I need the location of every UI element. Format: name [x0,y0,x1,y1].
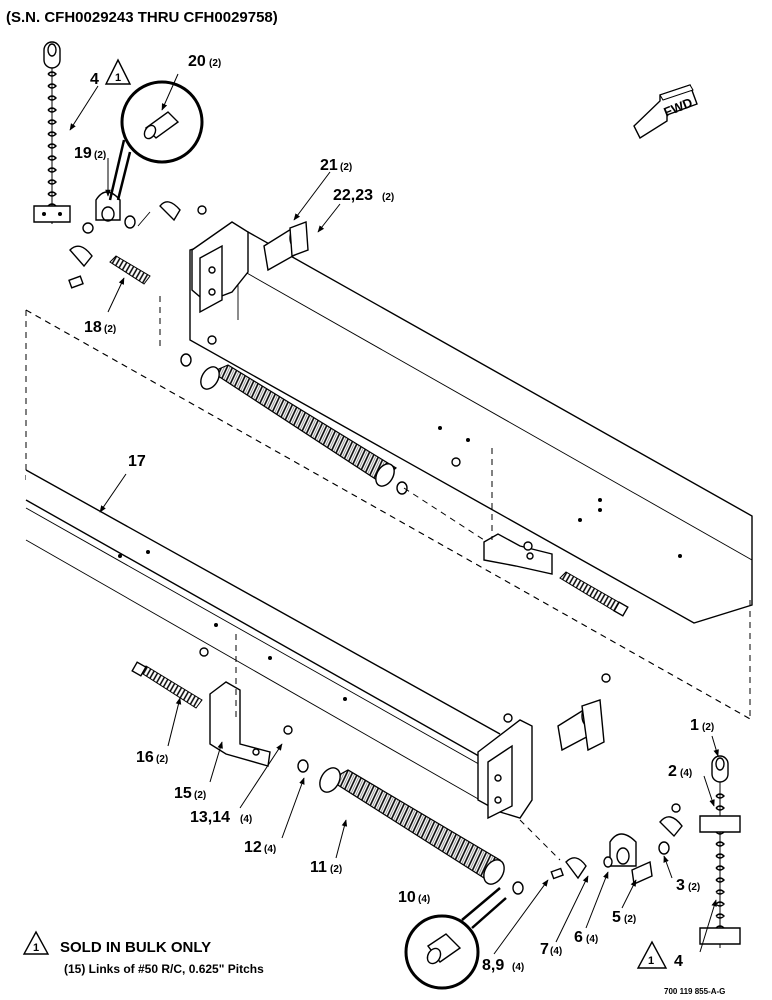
callout-20-qty: (2) [209,58,221,69]
callout-17: 17 [128,453,146,470]
note-symbol: 1 [33,942,39,954]
callout-7-qty: (4) [550,946,562,957]
callout-18-qty: (2) [104,324,116,335]
threaded-bolt-upper-right [559,571,629,617]
callout-3: 3 [676,877,685,894]
bracket-lower-right [477,699,605,820]
note-triangle-bottom: 1 [636,940,668,969]
callout-5-qty: (2) [624,914,636,925]
callout-19-qty: (2) [94,150,106,161]
callout-5: 5 [612,909,621,926]
callout-16: 16 [136,749,154,766]
callout-15-qty: (2) [194,790,206,801]
phantom-centerlines [159,296,561,861]
phantom-outline [25,309,753,721]
hardware-left-cluster [68,191,217,345]
note-title: SOLD IN BULK ONLY [60,939,211,956]
svg-text:1: 1 [115,72,121,84]
callout-18: 18 [84,319,102,336]
serial-range-heading: (S.N. CFH0029243 THRU CFH0029758) [6,9,278,26]
callout-6-qty: (4) [586,934,598,945]
bracket-15 [209,681,271,767]
lower-beam-17 [25,469,602,801]
upper-beam [189,231,753,624]
callout-8-9-qty: (4) [512,962,524,973]
bulk-note: 1 SOLD IN BULK ONLY (15) Links of #50 R/… [22,930,264,976]
callout-8-9: 8,9 [482,957,504,974]
note-detail: (15) Links of #50 R/C, 0.625" Pitchs [64,962,264,976]
callout-2-qty: (4) [680,768,692,779]
callout-12: 12 [244,839,262,856]
callout-15: 15 [174,785,192,802]
callout-11: 11 [310,859,327,876]
callout-3-qty: (2) [688,882,700,893]
detail-bubble-10 [404,887,507,990]
note-triangle-top: 1 [104,58,132,85]
callout-19: 19 [74,145,92,162]
svg-text:1: 1 [648,955,654,967]
leader-lines [69,73,719,955]
callout-10: 10 [398,889,416,906]
callout-6: 6 [574,929,583,946]
callout-4-bottom: 4 [674,953,683,970]
callout-1-qty: (2) [702,722,714,733]
threaded-bolt-16 [131,661,203,709]
bracket-upper-21 [191,221,309,314]
callout-13-14-qty: (4) [240,814,252,825]
callout-21-qty: (2) [340,162,352,173]
callout-13-14: 13,14 [190,809,230,826]
detail-bubble-20 [108,80,204,201]
callout-labels: 4 1 20 (2) 19 (2) 21 (2) 22,23 (2) 18 (2… [74,53,714,974]
hardware-right-cluster [199,457,683,886]
drawing-number: 700 119 855-A-G [664,987,725,996]
bracket-upper-right-mid [483,533,553,575]
lower-spring [297,759,524,895]
callout-22-23-qty: (2) [382,192,394,203]
callout-10-qty: (4) [418,894,430,905]
chain-4-right [699,755,741,948]
upper-spring [180,353,408,495]
callout-16-qty: (2) [156,754,168,765]
forward-direction-arrow: FWD [633,84,698,140]
callout-4-top: 4 [90,71,99,88]
callout-21: 21 [320,157,338,174]
callout-22-23: 22,23 [333,187,373,204]
chain-4-left [33,41,71,224]
threaded-bolt-18 [109,255,151,285]
callout-11-qty: (2) [330,864,342,875]
callout-1: 1 [690,717,699,734]
callout-20: 20 [188,53,206,70]
callout-12-qty: (4) [264,844,276,855]
callout-2: 2 [668,763,677,780]
callout-7: 7 [540,941,549,958]
